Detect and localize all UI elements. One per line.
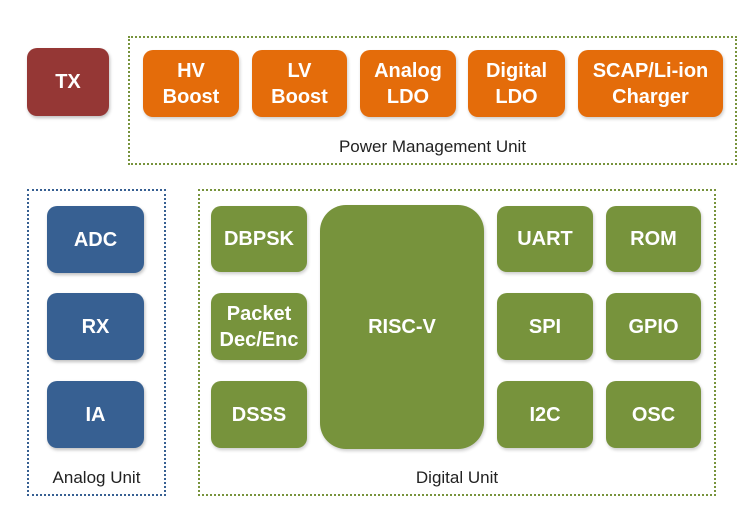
digital-ldo-label: Digital LDO [485,59,548,108]
packet-dec-enc-block: Packet Dec/Enc [211,293,307,360]
risc-v-core-block: RISC-V [320,205,484,449]
power-management-unit-label: Power Management Unit [338,137,527,156]
uart-label: UART [517,228,573,250]
power-management-unit-group [128,36,737,165]
rom-label: ROM [630,228,677,250]
digital-unit-group [198,189,716,496]
rom-block: ROM [606,206,701,272]
analog-ldo-block: Analog LDO [360,50,456,117]
analog-unit-group [27,189,166,496]
adc-block: ADC [47,206,144,273]
dsss-label: DSSS [231,403,287,426]
osc-label: OSC [631,403,676,426]
i2c-label: I2C [529,403,561,426]
uart-block: UART [497,206,593,272]
spi-label: SPI [528,315,562,338]
analog-ldo-label: Analog LDO [374,59,442,108]
tx-label: TX [55,71,81,93]
ia-label: IA [85,403,106,426]
packet-dec-enc-label: Packet Dec/Enc [219,302,299,351]
analog-unit-label: Analog Unit [52,468,141,487]
digital-ldo-block: Digital LDO [468,50,565,117]
rx-label: RX [81,315,110,338]
lv-boost-label: LV Boost [271,59,328,108]
risc-v-label: RISC-V [368,316,436,338]
adc-label: ADC [73,228,118,251]
i2c-block: I2C [497,381,593,448]
scap-li-ion-charger-label: SCAP/Li-ion Charger [592,59,709,108]
lv-boost-block: LV Boost [252,50,347,117]
hv-boost-label: HV Boost [162,59,220,108]
ia-block: IA [47,381,144,448]
dsss-block: DSSS [211,381,307,448]
gpio-block: GPIO [606,293,701,360]
rx-block: RX [47,293,144,360]
dbpsk-block: DBPSK [211,206,307,272]
digital-unit-label: Digital Unit [415,468,499,487]
osc-block: OSC [606,381,701,448]
tx-block: TX [27,48,109,116]
hv-boost-block: HV Boost [143,50,239,117]
dbpsk-label: DBPSK [223,228,294,250]
spi-block: SPI [497,293,593,360]
scap-li-ion-charger-block: SCAP/Li-ion Charger [578,50,723,117]
gpio-label: GPIO [628,315,679,338]
